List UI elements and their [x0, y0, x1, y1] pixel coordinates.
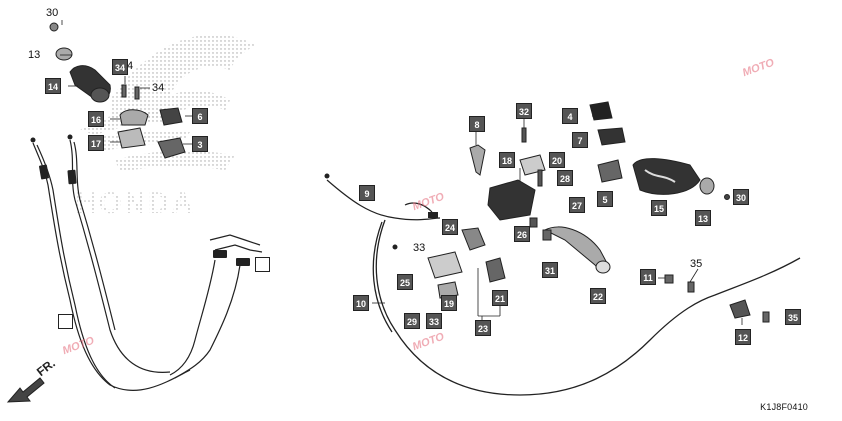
callout-label: 30	[46, 7, 59, 19]
callout-11: 11	[640, 269, 656, 285]
callout-16: 16	[88, 111, 104, 127]
front-direction-arrow	[6, 377, 45, 403]
callout-8: 8	[469, 116, 485, 132]
callout-20: 20	[549, 152, 565, 168]
callout-32: 32	[516, 103, 532, 119]
cable-9	[326, 179, 441, 221]
callout-25: 25	[397, 274, 413, 290]
callout-label: 34	[152, 82, 165, 94]
callout-21: 21	[492, 290, 508, 306]
callout-29: 29	[404, 313, 420, 329]
cable-ends-left	[30, 134, 250, 266]
callout-3: 3	[192, 136, 208, 152]
callout-14: 14	[45, 78, 61, 94]
honda-wordmark: HONDA	[75, 187, 195, 220]
callout-5: 5	[597, 191, 613, 207]
main-cable	[372, 219, 801, 396]
callout-28: 28	[557, 170, 573, 186]
right-parts	[392, 101, 770, 323]
callout-10: 10	[353, 295, 369, 311]
reference-box	[255, 257, 270, 272]
callout-33: 33	[426, 313, 442, 329]
callout-13: 13	[695, 210, 711, 226]
callout-label: 35	[690, 258, 703, 270]
callout-26: 26	[514, 226, 530, 242]
callout-9: 9	[359, 185, 375, 201]
honda-wing-logo: HONDA	[75, 34, 255, 220]
callout-label: 33	[413, 242, 426, 254]
callout-label: 4	[127, 60, 134, 72]
callout-23: 23	[475, 320, 491, 336]
callout-17: 17	[88, 135, 104, 151]
callout-15: 15	[651, 200, 667, 216]
callout-35: 35	[785, 309, 801, 325]
callout-4: 4	[562, 108, 578, 124]
diagram-code: K1J8F0410	[760, 402, 808, 412]
callout-27: 27	[569, 197, 585, 213]
leader-lines	[60, 20, 743, 325]
callout-6: 6	[192, 108, 208, 124]
callout-31: 31	[542, 262, 558, 278]
reference-box	[58, 314, 73, 329]
callout-label: 13	[28, 49, 41, 61]
callout-24: 24	[442, 219, 458, 235]
callout-34: 34	[112, 59, 128, 75]
callout-18: 18	[499, 152, 515, 168]
callout-19: 19	[441, 295, 457, 311]
callout-22: 22	[590, 288, 606, 304]
left-grip-parts	[49, 22, 186, 159]
callout-7: 7	[572, 132, 588, 148]
callout-12: 12	[735, 329, 751, 345]
callout-30: 30	[733, 189, 749, 205]
cable-9-ends	[324, 173, 438, 218]
